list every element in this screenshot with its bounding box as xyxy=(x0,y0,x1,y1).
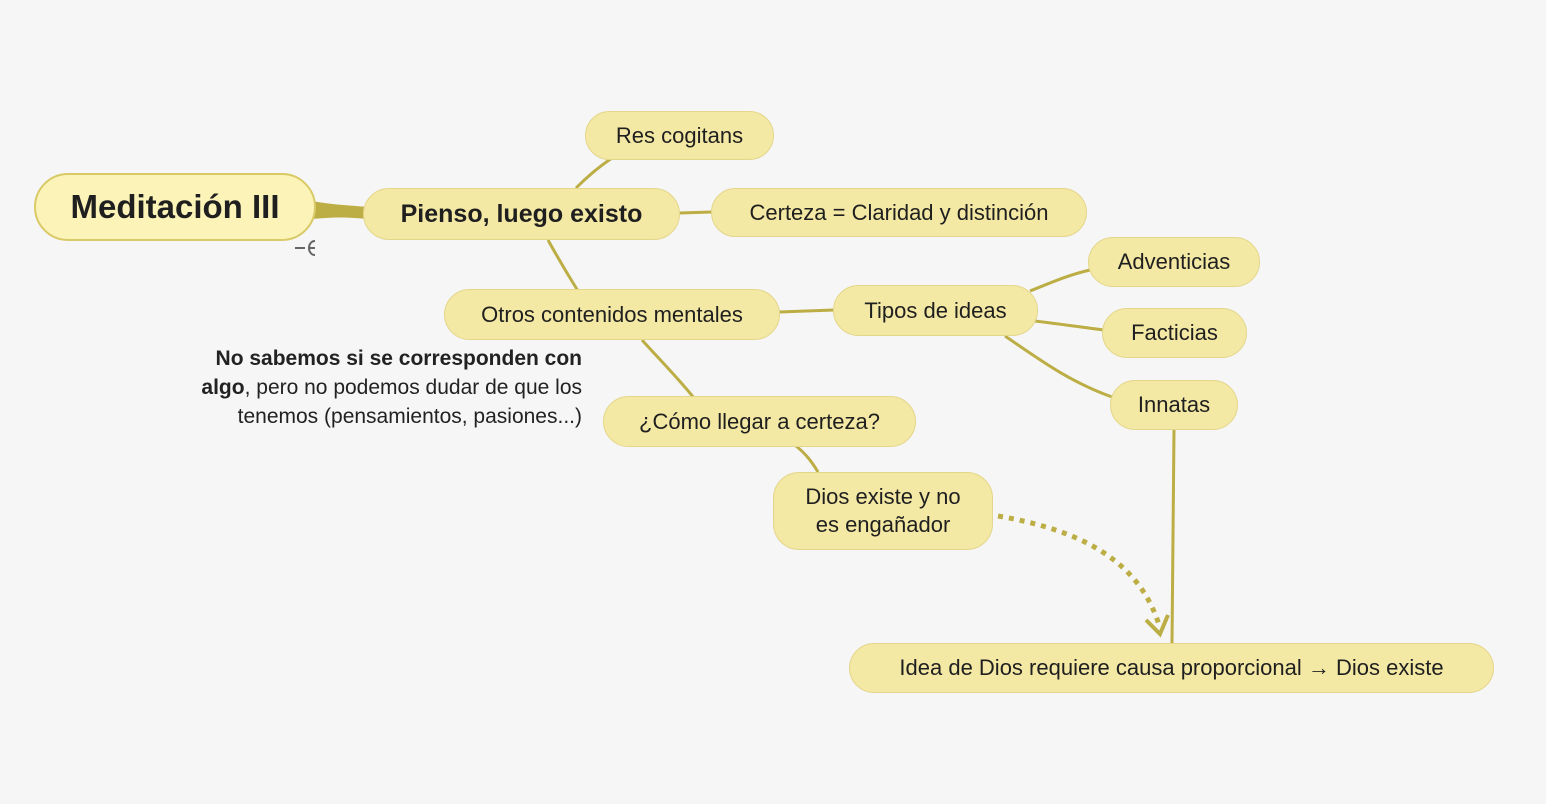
topic-dios-existe[interactable]: Dios existe y no es engañador xyxy=(773,472,993,550)
connector-otros-como xyxy=(640,338,696,399)
topic-adventicias-label: Adventicias xyxy=(1117,249,1231,274)
connector-tipos-innatas xyxy=(1004,334,1113,399)
topic-como-llegar[interactable]: ¿Cómo llegar a certeza? xyxy=(603,396,916,447)
topic-certeza-label: Certeza = Claridad y distinción xyxy=(749,199,1049,225)
topic-pienso-label: Pienso, luego existo xyxy=(400,200,643,228)
floating-note-bold: No sabemos si se corresponden con algo xyxy=(201,347,582,399)
connector-pienso-otros xyxy=(546,239,580,292)
relationship-dios-idea xyxy=(997,513,1163,629)
topic-idea-de-dios[interactable]: Idea de Dios requiere causa proporcional… xyxy=(849,643,1494,693)
topic-otros-contenidos[interactable]: Otros contenidos mentales xyxy=(444,289,780,340)
topic-certeza[interactable]: Certeza = Claridad y distinción xyxy=(711,188,1087,237)
connector-pienso-certeza xyxy=(679,210,713,215)
connector-innatas-idea-dios xyxy=(1170,429,1176,644)
topic-res-cogitans-label: Res cogitans xyxy=(615,122,744,148)
topic-adventicias[interactable]: Adventicias xyxy=(1088,237,1260,287)
relationship-arrowhead xyxy=(1144,614,1170,638)
topic-res-cogitans[interactable]: Res cogitans xyxy=(585,111,774,160)
root-topic[interactable]: Meditación III xyxy=(34,173,316,241)
floating-note-text: , pero no podemos dudar de que los tenem… xyxy=(237,376,582,428)
topic-dios-existe-line2: es engañador xyxy=(815,512,951,537)
connector-tipos-facticias xyxy=(1034,319,1105,332)
connector-otros-tipos xyxy=(778,308,835,314)
topic-dios-existe-line1: Dios existe y no xyxy=(805,484,961,509)
topic-innatas-label: Innatas xyxy=(1137,392,1211,417)
topic-facticias-label: Facticias xyxy=(1131,320,1218,345)
connector-tipos-adventicias xyxy=(1029,268,1091,293)
topic-como-llegar-label: ¿Cómo llegar a certeza? xyxy=(639,408,880,434)
root-topic-label: Meditación III xyxy=(70,188,280,225)
topic-facticias[interactable]: Facticias xyxy=(1102,308,1247,358)
connector-root-pienso xyxy=(312,201,368,219)
topic-tipos-de-ideas[interactable]: Tipos de ideas xyxy=(833,285,1038,336)
topic-idea-de-dios-label: Idea de Dios requiere causa proporcional… xyxy=(899,655,1444,680)
collapse-icon[interactable] xyxy=(293,236,319,260)
topic-innatas[interactable]: Innatas xyxy=(1110,380,1238,430)
connector-pienso-res-cogitans xyxy=(574,156,613,190)
topic-tipos-de-ideas-label: Tipos de ideas xyxy=(864,297,1007,323)
floating-note[interactable]: No sabemos si se corresponden con algo, … xyxy=(180,344,582,431)
connector-como-dios xyxy=(795,444,820,473)
topic-pienso[interactable]: Pienso, luego existo xyxy=(363,188,680,240)
topic-otros-contenidos-label: Otros contenidos mentales xyxy=(481,301,743,327)
